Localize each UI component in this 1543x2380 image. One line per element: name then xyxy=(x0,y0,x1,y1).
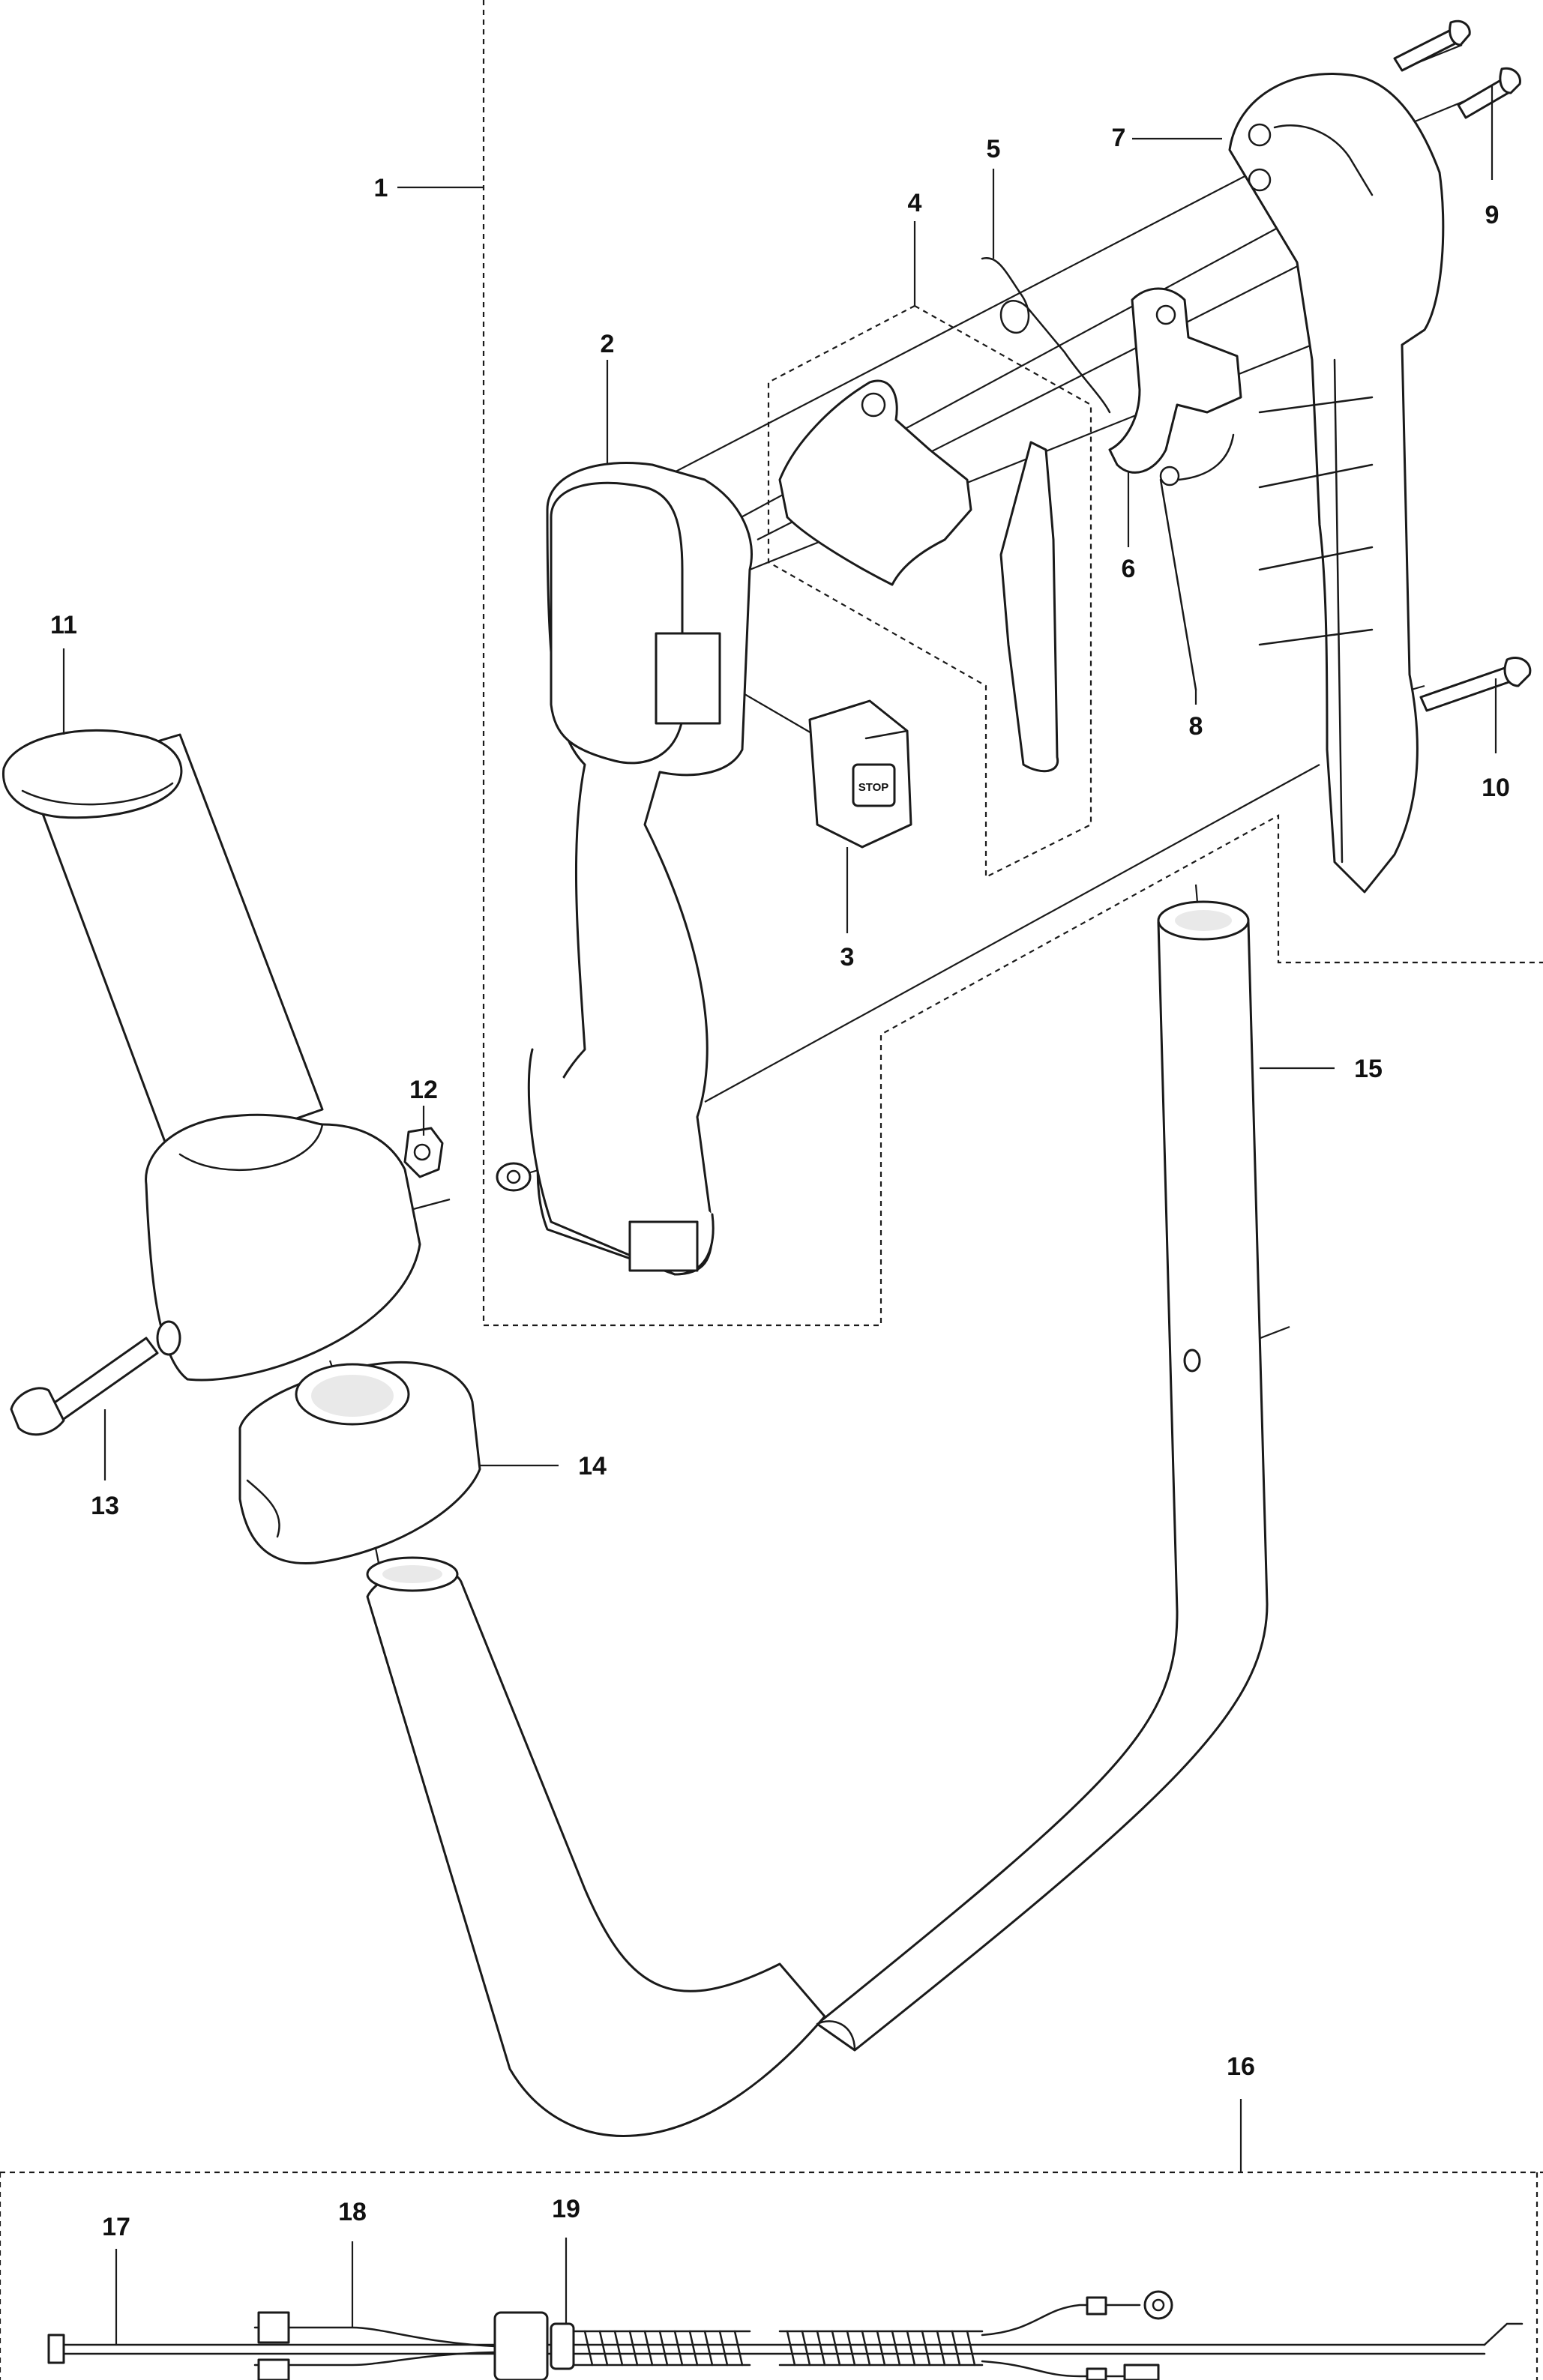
callout-14: 14 xyxy=(578,1452,607,1480)
handle-bar-part-15 xyxy=(366,900,1269,2137)
spiral-cable-sheath xyxy=(572,2330,984,2367)
callout-10: 10 xyxy=(1482,774,1510,802)
callout-18: 18 xyxy=(338,2198,367,2226)
throttle-cable-part-16 xyxy=(47,2290,1524,2380)
callout-1: 1 xyxy=(374,174,388,202)
callout-15: 15 xyxy=(1354,1055,1383,1083)
nut-part-12 xyxy=(403,1127,444,1178)
callout-9: 9 xyxy=(1485,201,1500,229)
clamp-part-14 xyxy=(238,1361,481,1565)
assembly-1-boundary xyxy=(482,0,1543,1327)
assembly-4-boundary xyxy=(767,304,1092,879)
throttle-trigger-part xyxy=(778,379,972,586)
callout-17: 17 xyxy=(102,2213,130,2241)
callout-5: 5 xyxy=(987,135,1001,163)
callout-16: 16 xyxy=(1227,2052,1255,2081)
callout-6: 6 xyxy=(1122,555,1136,583)
callout-2: 2 xyxy=(601,330,615,358)
callout-12: 12 xyxy=(409,1076,438,1104)
spring-part-5 xyxy=(981,256,1111,414)
screw-part-9-top xyxy=(1393,19,1471,72)
callout-4: 4 xyxy=(908,189,922,217)
screw-part-10 xyxy=(1419,657,1532,712)
callout-7: 7 xyxy=(1112,124,1126,152)
callout-3: 3 xyxy=(840,943,855,971)
switch-stop-text: STOP xyxy=(858,781,889,794)
lever-part-6 xyxy=(1108,287,1242,474)
callout-11: 11 xyxy=(50,611,77,639)
handle-housing-part-2 xyxy=(496,462,753,1276)
screw-part-9 xyxy=(1457,67,1521,119)
spring-part-8 xyxy=(1159,433,1235,691)
grip-part-11 xyxy=(1,729,421,1382)
callout-19: 19 xyxy=(552,2195,580,2223)
stop-switch-part-3: STOP xyxy=(808,699,912,849)
callout-8: 8 xyxy=(1189,712,1203,741)
callout-13: 13 xyxy=(91,1492,119,1520)
rear-housing-part-7 xyxy=(1228,73,1445,894)
callout-leaders xyxy=(62,86,1497,2345)
throttle-lock-part xyxy=(999,441,1059,773)
bolt-part-13 xyxy=(10,1337,159,1436)
assembly-16-boundary xyxy=(0,2171,1543,2380)
